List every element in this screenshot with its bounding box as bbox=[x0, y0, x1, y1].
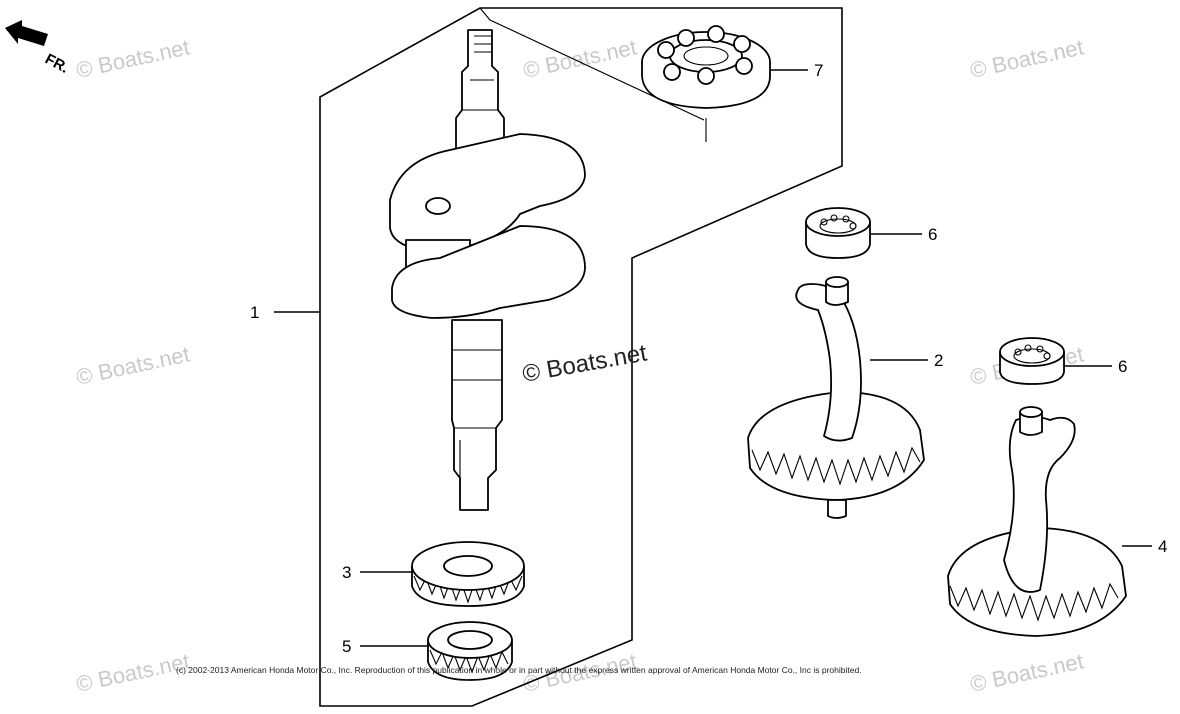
leader-lines bbox=[274, 69, 1152, 647]
watermark: © Boats.net bbox=[74, 34, 192, 82]
ball-bearing-small-upper bbox=[805, 207, 871, 259]
callout-4: 4 bbox=[1158, 537, 1167, 556]
watermark: © Boats.net bbox=[968, 34, 1086, 82]
watermark: © Boats.net bbox=[968, 648, 1086, 696]
callout-2: 2 bbox=[934, 351, 943, 370]
direction-label: FR. bbox=[42, 51, 71, 77]
callout-1: 1 bbox=[250, 303, 259, 322]
watermark: © Boats.net bbox=[521, 34, 639, 82]
arrow-icon bbox=[5, 20, 48, 46]
callout-labels: 1 2 3 4 5 6 6 7 bbox=[250, 61, 1167, 656]
balancer-weight-lower bbox=[947, 406, 1127, 637]
ball-bearing-large bbox=[641, 25, 771, 109]
assembly-outline bbox=[319, 7, 843, 707]
bearing-leader-line bbox=[479, 7, 705, 121]
front-direction-arrow: FR. bbox=[5, 20, 71, 77]
copyright-notice: (c) 2002-2013 American Honda Motor Co., … bbox=[176, 665, 862, 675]
governor-gear bbox=[427, 621, 513, 681]
callout-3: 3 bbox=[342, 563, 351, 582]
callout-6-lower: 6 bbox=[1118, 357, 1127, 376]
callout-6-upper: 6 bbox=[928, 225, 937, 244]
crankshaft-gear bbox=[411, 541, 525, 607]
callout-5: 5 bbox=[342, 637, 351, 656]
watermark: © Boats.net bbox=[74, 341, 192, 389]
crankshaft bbox=[389, 29, 586, 511]
balancer-weight-upper bbox=[747, 276, 925, 519]
watermark: © Boats.net bbox=[74, 648, 192, 696]
center-watermark: © Boats.net bbox=[520, 339, 649, 387]
ball-bearing-small-lower bbox=[999, 337, 1065, 385]
callout-7: 7 bbox=[814, 61, 823, 80]
